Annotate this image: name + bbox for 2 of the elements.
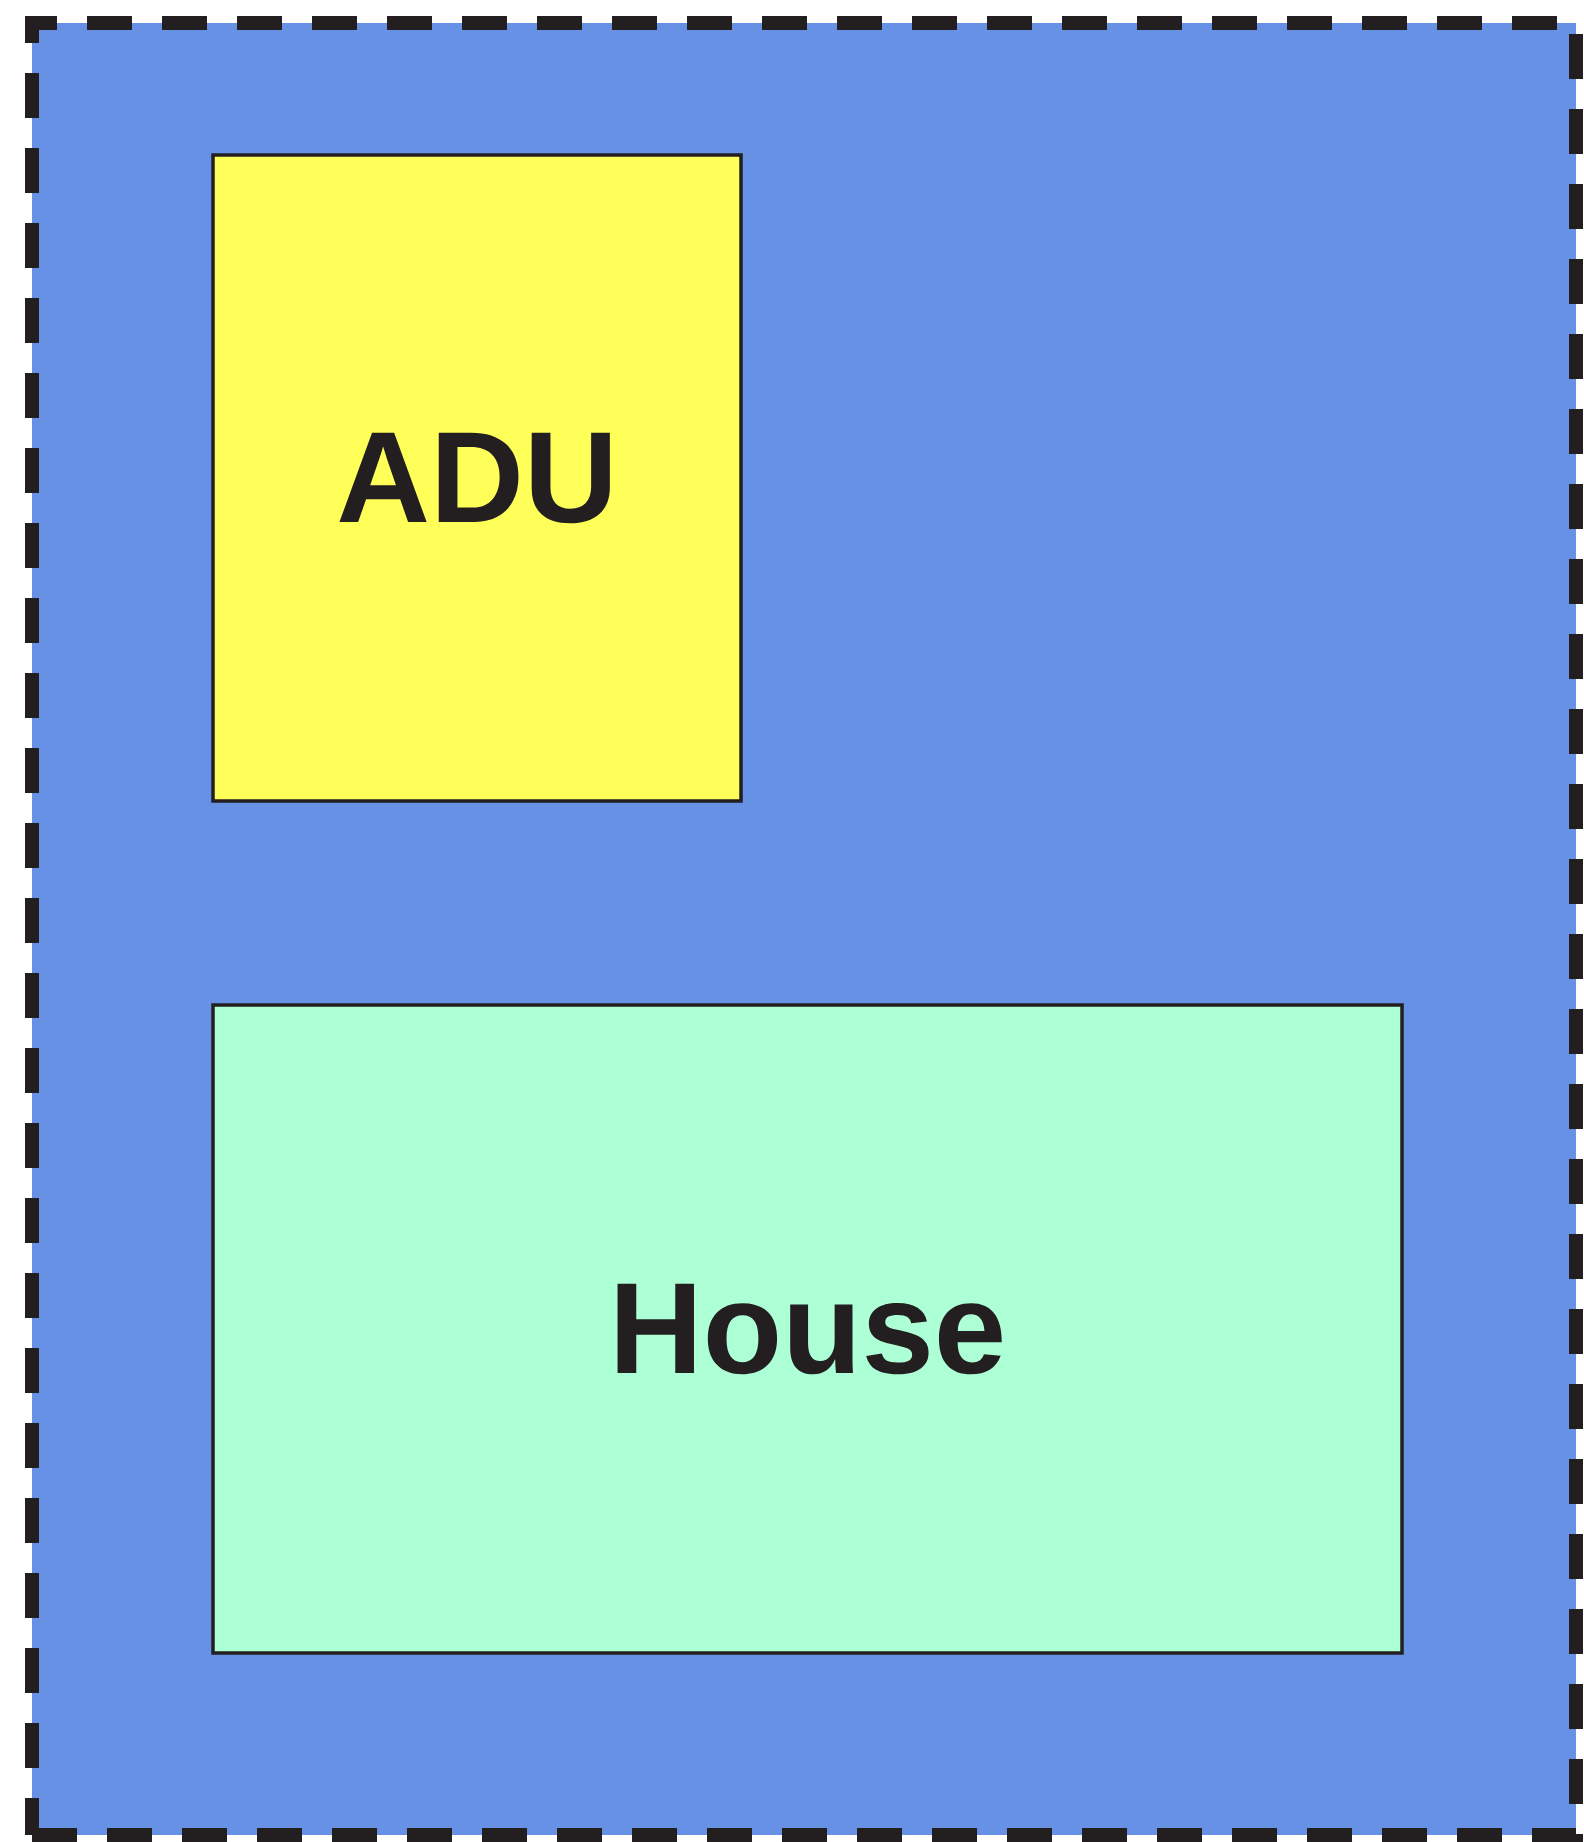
building-box: House [211,1003,1404,1655]
building-box: ADU [211,153,743,803]
